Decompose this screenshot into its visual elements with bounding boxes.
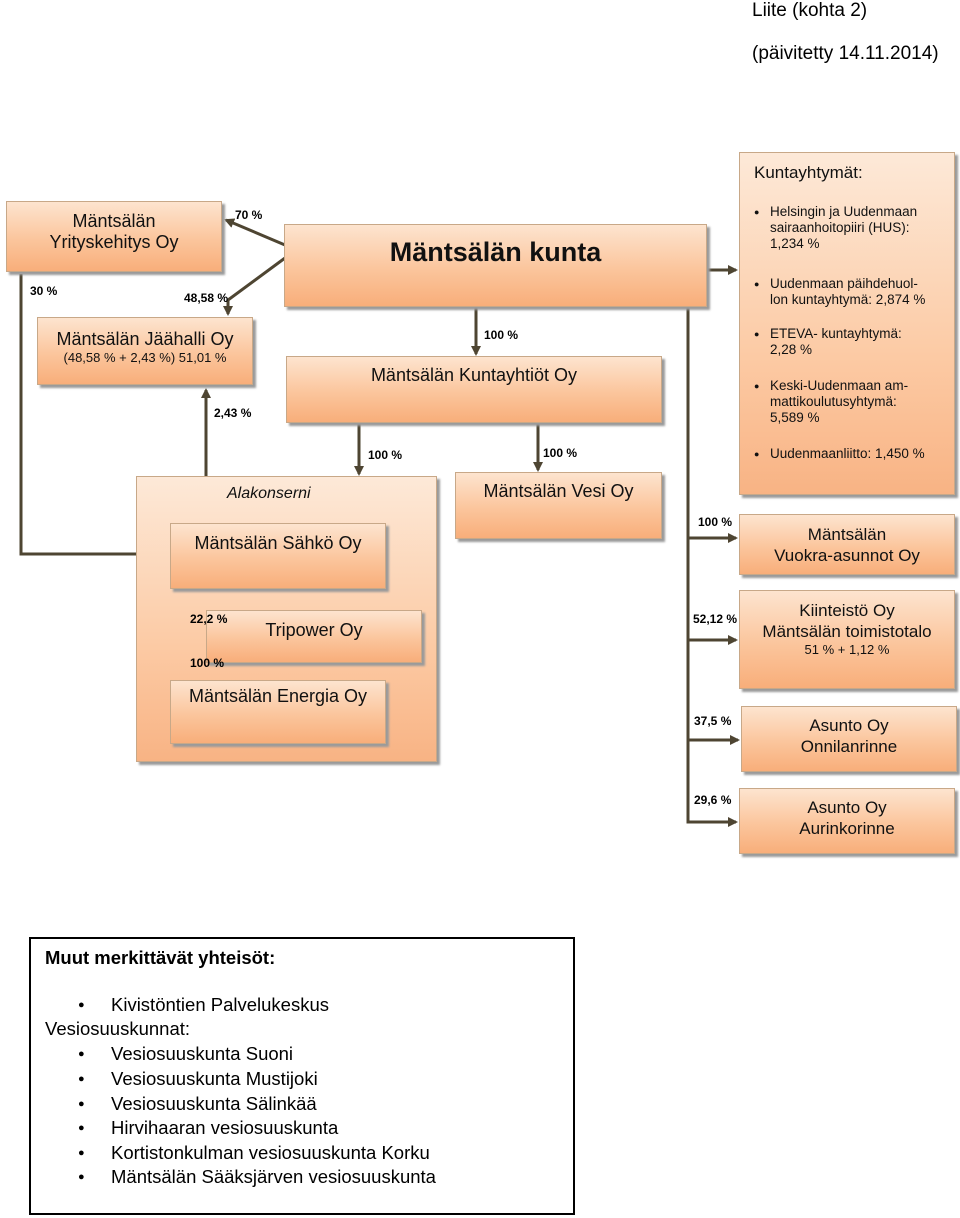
node-label: Asunto Oy xyxy=(809,716,889,735)
node-kuntayhtiot: Mäntsälän Kuntayhtiöt Oy xyxy=(286,356,662,423)
kuntayhtymat-title: Kuntayhtymät: xyxy=(754,163,863,182)
edge-label: 22,2 % xyxy=(190,612,228,626)
node-tripower: Tripower Oy xyxy=(206,610,422,663)
group-title: Alakonserni xyxy=(227,485,311,502)
node-label: Mäntsälän toimistotalo xyxy=(762,622,932,641)
kuntayhtymat-panel: Kuntayhtymät: Helsingin ja Uudenmaansair… xyxy=(739,152,955,495)
edge-label: 48,58 % xyxy=(184,291,229,305)
kuntayhtyma-item: Helsingin ja Uudenmaansairaanhoitopiiri … xyxy=(754,204,917,252)
other-item: Vesiosuuskunta Sälinkää xyxy=(78,1093,317,1115)
other-item: Kortistonkulman vesiosuuskunta Korku xyxy=(78,1142,430,1164)
node-label: Asunto Oy xyxy=(807,798,887,817)
node-label: Mäntsälän Jäähalli Oy xyxy=(56,329,234,349)
node-note: 51 % + 1,12 % xyxy=(804,642,890,657)
other-item: Hirvihaaran vesiosuuskunta xyxy=(78,1117,338,1139)
node-yrityskehitys: Mäntsälän Yrityskehitys Oy xyxy=(6,201,222,272)
kuntayhtyma-item: Uudenmaanliitto: 1,450 % xyxy=(754,446,925,462)
edge-label: 100 % xyxy=(368,448,403,462)
edge-label: 2,43 % xyxy=(214,406,252,420)
other-subtitle: Vesiosuuskunnat: xyxy=(45,1018,191,1039)
edge-yrityskehitys-sahko xyxy=(19,274,169,556)
edge-label: 100 % xyxy=(190,656,225,670)
node-label: Yrityskehitys Oy xyxy=(49,232,179,252)
node-label: Mäntsälän kunta xyxy=(389,237,602,267)
edge-kunta-jaahalli xyxy=(223,256,286,316)
other-item: Kivistöntien Palvelukeskus xyxy=(78,994,329,1016)
other-item: Mäntsälän Sääksjärven vesiosuuskunta xyxy=(78,1166,436,1188)
edge-label: 52,12 % xyxy=(693,612,738,626)
other-item: Vesiosuuskunta Mustijoki xyxy=(78,1068,318,1090)
node-note: (48,58 % + 2,43 %) 51,01 % xyxy=(63,350,227,365)
other-title: Muut merkittävät yhteisöt: xyxy=(45,947,276,968)
edge-label: 100 % xyxy=(698,515,733,529)
node-label: Mäntsälän Kuntayhtiöt Oy xyxy=(370,365,578,385)
header-line-1: Liite (kohta 2) xyxy=(752,0,868,21)
edge-label: 37,5 % xyxy=(694,714,732,728)
node-toimistotalo: Kiinteistö Oy Mäntsälän toimistotalo 51 … xyxy=(739,590,955,689)
edge-label: 30 % xyxy=(30,284,58,298)
edge-label: 100 % xyxy=(543,446,578,460)
node-energia: Mäntsälän Energia Oy xyxy=(170,680,386,744)
node-label: Mäntsälän xyxy=(72,211,156,231)
node-kunta: Mäntsälän kunta xyxy=(284,224,707,307)
node-aurinkorinne: Asunto Oy Aurinkorinne xyxy=(739,788,955,854)
node-vuokra: Mäntsälän Vuokra-asunnot Oy xyxy=(739,514,955,575)
edge-label: 70 % xyxy=(235,208,263,222)
node-label: Mäntsälän xyxy=(807,525,887,544)
node-label: Tripower Oy xyxy=(265,620,363,640)
node-onnilanrinne: Asunto Oy Onnilanrinne xyxy=(741,706,957,772)
edge-kunta-yrityskehitys xyxy=(224,218,286,247)
node-label: Onnilanrinne xyxy=(800,737,898,756)
edge-label: 100 % xyxy=(484,328,519,342)
header-line-2: (päivitetty 14.11.2014) xyxy=(752,43,939,64)
kuntayhtyma-item: Keski-Uudenmaan am-mattikoulutusyhtymä:5… xyxy=(754,378,908,426)
node-sahko: Mäntsälän Sähkö Oy xyxy=(170,523,386,589)
other-item: Vesiosuuskunta Suoni xyxy=(78,1043,293,1065)
edge-kunta-trunk xyxy=(686,307,738,827)
node-label: Aurinkorinne xyxy=(799,819,895,838)
kuntayhtyma-item: Uudenmaan päihdehuol-lon kuntayhtymä: 2,… xyxy=(754,276,925,308)
node-label: Mäntsälän Vesi Oy xyxy=(483,481,634,501)
node-vesi: Mäntsälän Vesi Oy xyxy=(455,472,662,539)
other-entities-box: Muut merkittävät yhteisöt: Kivistöntien … xyxy=(29,937,575,1215)
node-label: Mäntsälän Sähkö Oy xyxy=(194,533,362,553)
node-jaahalli: Mäntsälän Jäähalli Oy (48,58 % + 2,43 %)… xyxy=(37,317,253,385)
kuntayhtyma-item: ETEVA- kuntayhtymä:2,28 % xyxy=(754,326,902,358)
edge-label: 29,6 % xyxy=(694,793,732,807)
node-label: Mäntsälän Energia Oy xyxy=(188,686,368,706)
node-label: Vuokra-asunnot Oy xyxy=(774,546,920,565)
node-label: Kiinteistö Oy xyxy=(799,601,895,620)
